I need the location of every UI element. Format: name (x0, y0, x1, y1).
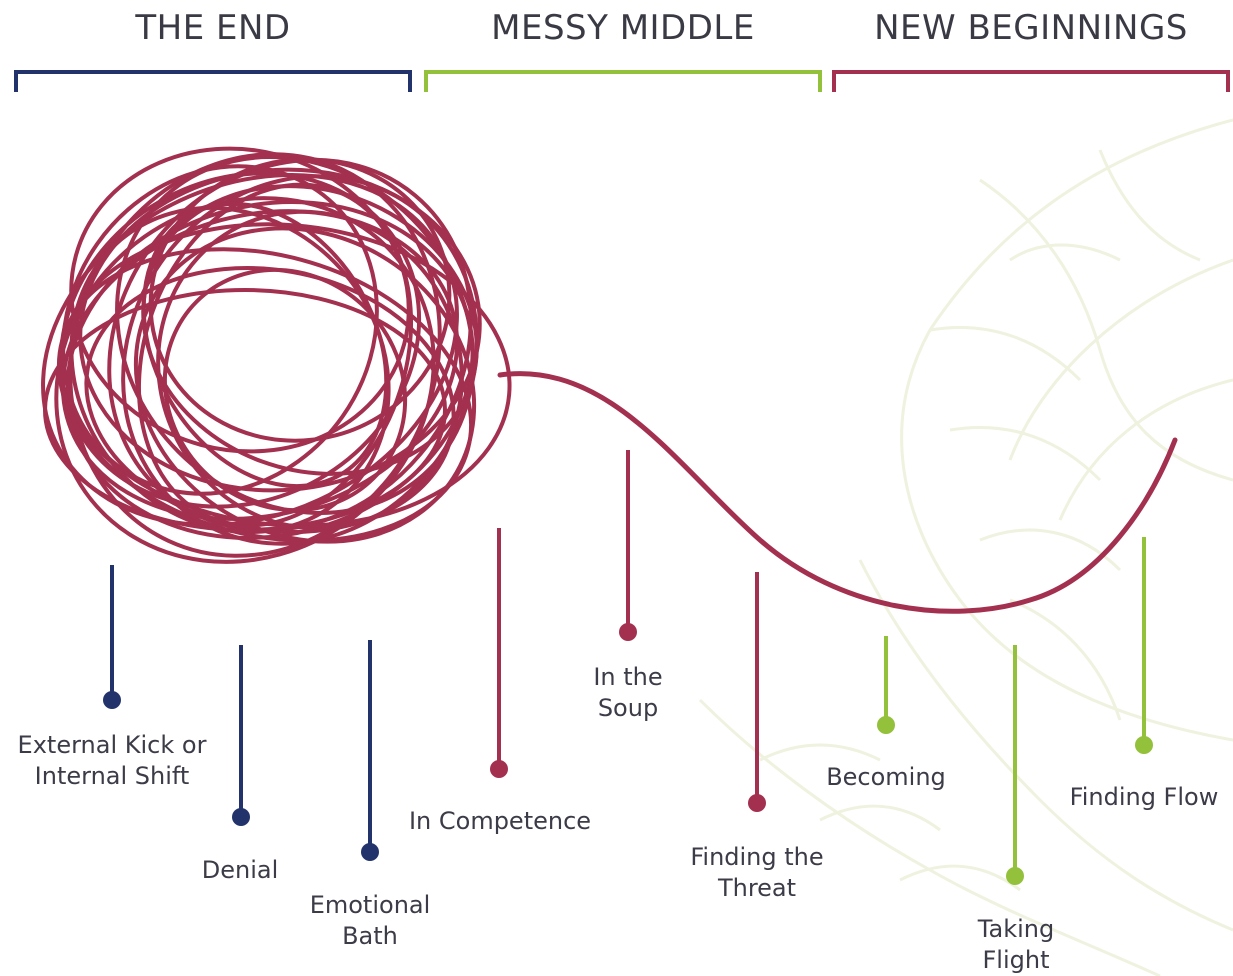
tangle-loop (115, 155, 475, 515)
stage-label-line: In the (593, 663, 663, 691)
stage-label-denial: Denial (170, 855, 310, 886)
pin-dot (103, 691, 121, 709)
phase-title-new-beginnings: NEW BEGINNINGS (874, 8, 1188, 48)
tangle-loop (69, 146, 411, 454)
pin-dot (1135, 736, 1153, 754)
stage-label-line: Threat (717, 874, 797, 902)
pin-dot (361, 843, 379, 861)
pin-dot (1006, 867, 1024, 885)
stage-label-finding-the-threat: Finding the Threat (672, 842, 842, 904)
stage-label-line: Bath (342, 922, 398, 950)
phase-title-messy-middle: MESSY MIDDLE (491, 8, 755, 48)
stage-label-line: In Competence (408, 807, 592, 835)
stage-label-external-kick: External Kick or Internal Shift (2, 730, 222, 792)
pin-dot (877, 716, 895, 734)
stage-label-line: Taking (977, 915, 1055, 943)
stage-label-emotional-bath: Emotional Bath (290, 890, 450, 952)
stage-label-taking-flight: Taking Flight (946, 914, 1086, 976)
bracket-messy-middle (424, 70, 822, 92)
pin-dot (619, 623, 637, 641)
tangle-loop (162, 267, 408, 513)
tangle-loop (43, 288, 447, 532)
stage-label-line: Internal Shift (34, 762, 190, 790)
stage-label-line: Flight (982, 946, 1050, 974)
tangle-loop (133, 226, 477, 544)
pin-dot (232, 808, 250, 826)
stage-label-line: Emotional (309, 891, 431, 919)
stage-label-in-the-soup: In the Soup (558, 662, 698, 724)
stage-label-line: Finding the (690, 843, 824, 871)
stage-label-becoming: Becoming (806, 762, 966, 793)
bracket-the-end (14, 70, 412, 92)
stage-label-line: External Kick or (17, 731, 207, 759)
stage-label-line: Finding Flow (1069, 783, 1219, 811)
stage-label-finding-flow: Finding Flow (1054, 782, 1233, 813)
pin-dot (490, 760, 508, 778)
stage-label-line: Soup (597, 694, 659, 722)
stage-label-line: Becoming (826, 763, 946, 791)
tangle-tail (497, 371, 1178, 614)
stage-label-line: Denial (201, 856, 279, 884)
phase-title-the-end: THE END (135, 8, 291, 48)
tangle-loop (141, 184, 479, 476)
bracket-new-beginnings (832, 70, 1230, 92)
stage-label-in-competence: In Competence (390, 806, 610, 837)
tangle-loop (61, 164, 379, 496)
pin-dot (748, 794, 766, 812)
